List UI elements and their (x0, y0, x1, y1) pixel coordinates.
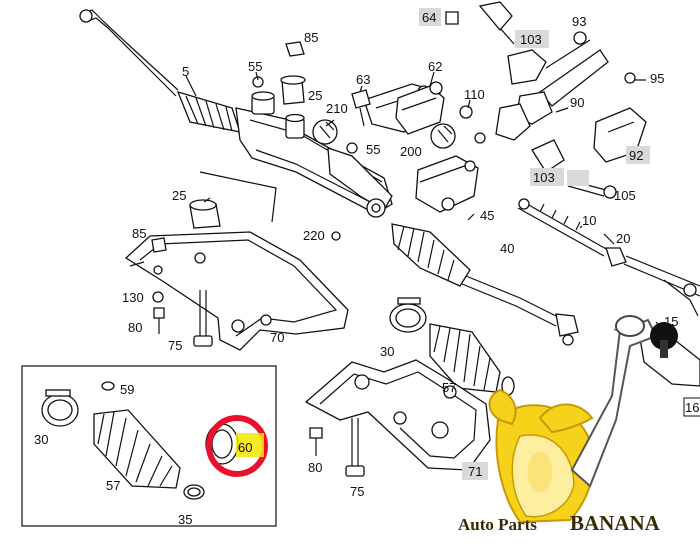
label-57b: 57 (106, 478, 120, 493)
label-85b: 85 (132, 226, 146, 241)
label-box (462, 462, 488, 480)
label-80: 80 (128, 320, 142, 335)
label-80b: 80 (308, 460, 322, 475)
label-30: 30 (380, 344, 394, 359)
label-box (515, 30, 549, 48)
label-210: 210 (326, 101, 348, 116)
highlight-circle (206, 415, 268, 477)
label-40: 40 (500, 241, 514, 256)
label-130: 130 (122, 290, 144, 305)
label-59: 59 (120, 382, 134, 397)
banana-logo (488, 315, 678, 524)
label-75: 75 (168, 338, 182, 353)
label-20: 20 (616, 231, 630, 246)
label-25b: 25 (172, 188, 186, 203)
bracket-70 (124, 231, 349, 351)
label-90: 90 (570, 95, 584, 110)
part-labels: 5 85 55 25 63 62 64 103 93 95 90 110 210… (34, 10, 699, 527)
brand-text-a: Auto Parts (458, 515, 537, 534)
nut-110 (346, 105, 486, 154)
crossmember-71 (304, 359, 491, 471)
label-60: 60 (238, 440, 252, 455)
clamp-30-right (389, 297, 427, 333)
mount-25-lower (189, 171, 277, 229)
label-70: 70 (270, 330, 284, 345)
bolt-63 (351, 89, 371, 127)
bolts-lower (309, 418, 365, 477)
label-92: 92 (629, 148, 643, 163)
label-85: 85 (304, 30, 318, 45)
label-103b: 103 (533, 170, 555, 185)
label-63: 63 (356, 72, 370, 87)
label-62: 62 (428, 59, 442, 74)
label-200: 200 (400, 144, 422, 159)
label-box (626, 146, 650, 164)
servo-valve-200 (415, 155, 479, 213)
label-105: 105 (614, 188, 636, 203)
label-93: 93 (572, 14, 586, 29)
label-64: 64 (422, 10, 436, 25)
leader-lines (129, 71, 663, 329)
label-box (419, 8, 441, 26)
label-45: 45 (480, 208, 494, 223)
tie-rod-10 (517, 198, 627, 267)
label-71: 71 (468, 464, 482, 479)
tie-rod-20 (623, 255, 700, 317)
label-35: 35 (178, 512, 192, 527)
label-box (530, 168, 564, 186)
label-57: 57 (442, 380, 456, 395)
highlight-marker (236, 433, 264, 457)
label-95: 95 (650, 71, 664, 86)
label-15: 15 (664, 314, 678, 329)
label-220: 220 (303, 228, 325, 243)
brand-text-b: BANANA (570, 511, 661, 535)
mount-25-upper (252, 41, 306, 105)
label-16: 16 (685, 400, 699, 415)
wrench-icon (312, 119, 338, 145)
label-110: 110 (464, 87, 485, 102)
label-10: 10 (582, 213, 596, 228)
label-5: 5 (182, 64, 189, 79)
label-25: 25 (308, 88, 322, 103)
label-55: 55 (248, 59, 262, 74)
wrench-icon (430, 123, 456, 149)
valve-62 (395, 81, 445, 135)
label-75b: 75 (350, 484, 364, 499)
fasteners-left (151, 231, 341, 347)
label-55b: 55 (366, 142, 380, 157)
label-103: 103 (520, 32, 542, 47)
label-30b: 30 (34, 432, 48, 447)
label-box (567, 170, 589, 186)
